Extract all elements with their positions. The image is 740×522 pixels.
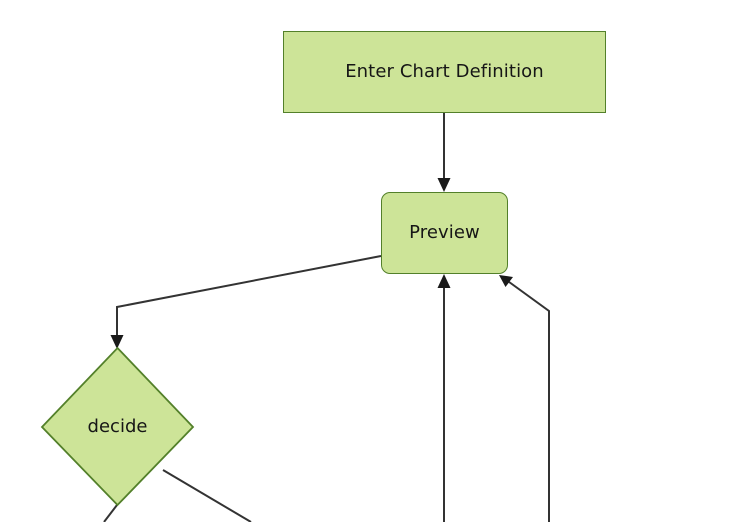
node-preview[interactable]: Preview <box>381 192 508 274</box>
edge-bottom-center-to-preview <box>437 274 451 522</box>
edge-decide-bottom-out <box>103 504 118 522</box>
edge-decide-right-out <box>162 469 252 522</box>
edge-enter-to-preview <box>437 113 451 192</box>
edge-preview-to-decide <box>110 255 382 349</box>
edge-bottom-right-to-preview <box>499 275 550 522</box>
node-preview-label: Preview <box>409 222 480 243</box>
node-enter-chart-definition-label: Enter Chart Definition <box>345 61 544 82</box>
node-enter-chart-definition[interactable]: Enter Chart Definition <box>283 31 606 113</box>
node-decide-shape[interactable] <box>40 346 195 507</box>
